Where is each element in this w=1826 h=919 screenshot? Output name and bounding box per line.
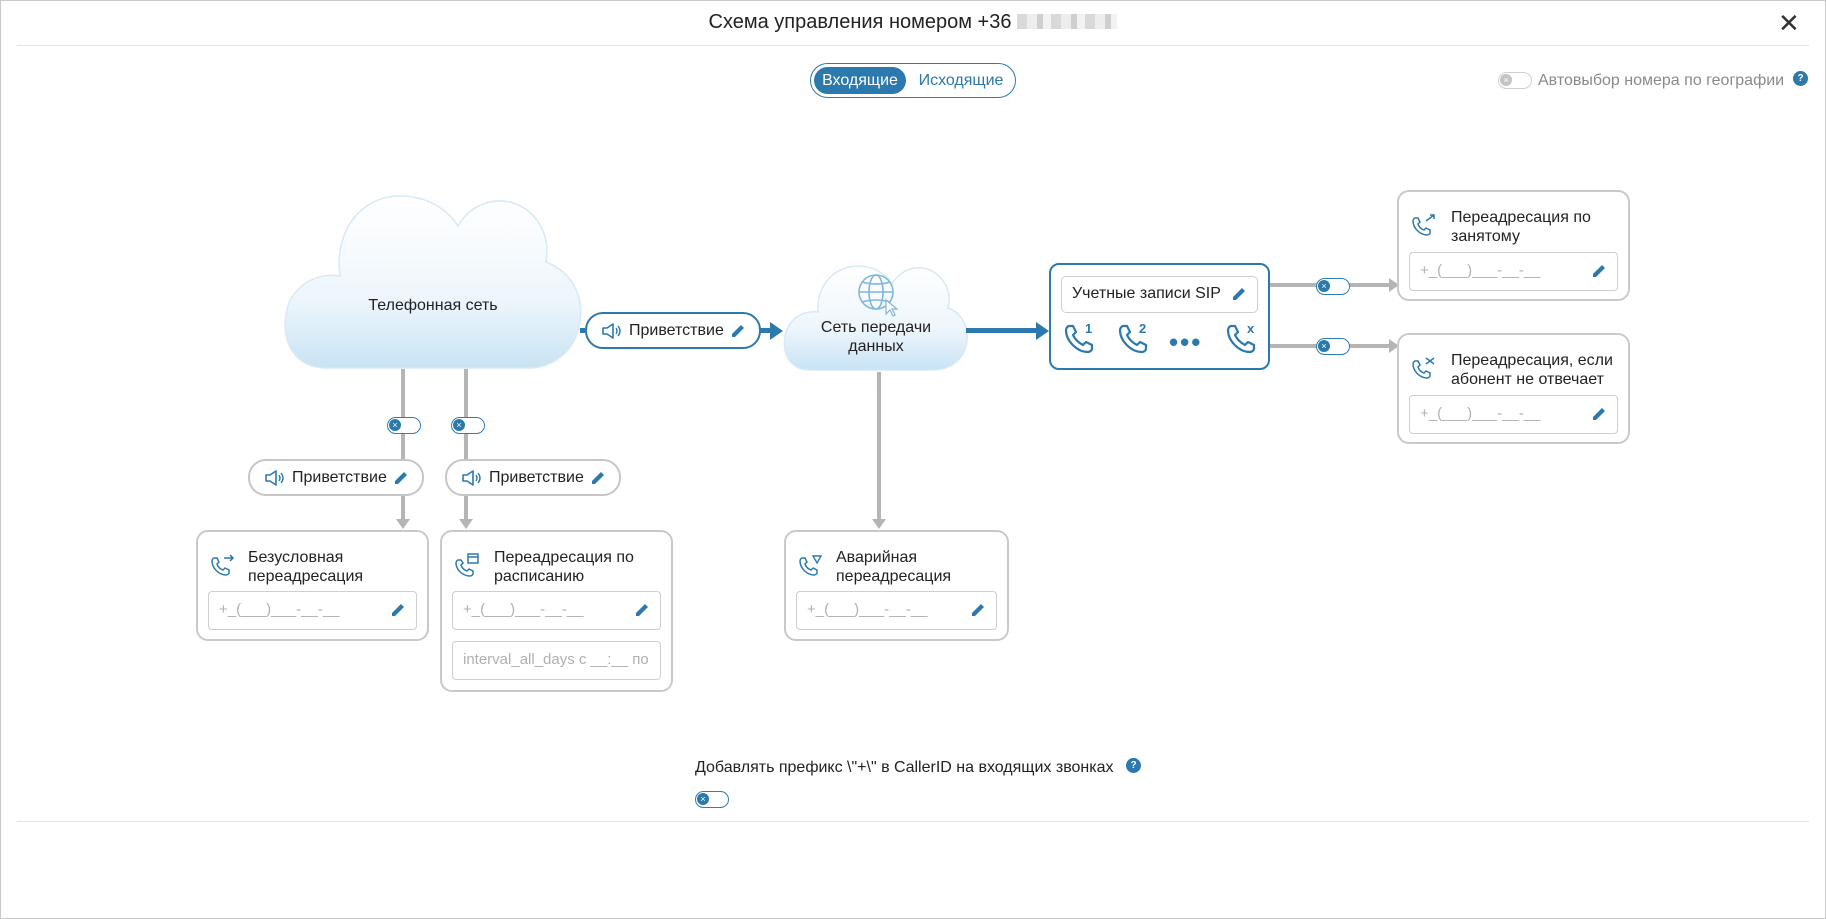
tab-incoming[interactable]: Входящие xyxy=(814,67,906,94)
phone-line-label: 2 xyxy=(1139,321,1146,336)
greeting-schedule-label: Приветствие xyxy=(489,468,584,486)
pencil-icon[interactable] xyxy=(1591,263,1607,279)
toggle-off-icon: × xyxy=(697,793,709,805)
pencil-icon[interactable] xyxy=(634,602,650,618)
connector xyxy=(401,495,405,522)
tab-outgoing[interactable]: Исходящие xyxy=(918,72,1004,89)
greeting-unconditional-button[interactable]: Приветствие xyxy=(248,459,424,496)
arrow-down-icon xyxy=(396,519,410,529)
phone-network-cloud xyxy=(284,195,582,369)
pencil-icon[interactable] xyxy=(1591,406,1607,422)
forward-schedule-icon xyxy=(455,553,479,577)
direction-switch: Входящие Исходящие xyxy=(810,63,1016,98)
no-answer-forward-number-input[interactable]: +_(___)___-__-__ xyxy=(1409,395,1618,434)
unconditional-forward-toggle[interactable]: × xyxy=(387,417,421,434)
arrow-right-icon xyxy=(1036,322,1049,340)
arrow-right-icon xyxy=(1389,339,1399,353)
phone-line-2-icon[interactable]: 2 xyxy=(1117,321,1151,355)
arrow-right-icon xyxy=(770,322,783,340)
schedule-interval-input[interactable]: interval_all_days с __:__ по xyxy=(452,641,661,680)
data-network-cloud xyxy=(783,265,968,371)
connector xyxy=(464,369,468,459)
sip-accounts-button[interactable]: Учетные записи SIP xyxy=(1061,276,1258,313)
speaker-icon xyxy=(602,322,621,339)
geo-autoselect-toggle[interactable]: × xyxy=(1498,72,1532,89)
forward-busy-icon xyxy=(1412,214,1435,236)
arrow-down-icon xyxy=(459,519,473,529)
pencil-icon[interactable] xyxy=(390,602,406,618)
speaker-icon xyxy=(462,469,481,486)
greeting-schedule-button[interactable]: Приветствие xyxy=(445,459,621,496)
greeting-unconditional-label: Приветствие xyxy=(292,468,387,486)
close-icon[interactable]: ✕ xyxy=(1778,8,1800,38)
prefix-callerid-label: Добавлять префикс \"+\" в CallerID на вх… xyxy=(695,759,1114,776)
footer-divider xyxy=(17,821,1809,822)
toggle-off-icon: × xyxy=(1318,280,1330,292)
more-lines-icon: ••• xyxy=(1169,327,1203,357)
sip-accounts-title: Учетные записи SIP xyxy=(1072,285,1221,302)
pencil-icon[interactable] xyxy=(970,602,986,618)
schedule-forward-toggle[interactable]: × xyxy=(451,417,485,434)
header-divider xyxy=(17,45,1809,46)
pencil-icon xyxy=(1233,288,1245,300)
phone-line-label: 1 xyxy=(1085,321,1092,336)
busy-forward-number-input[interactable]: +_(___)___-__-__ xyxy=(1409,252,1618,291)
connector xyxy=(464,495,468,522)
toggle-off-icon: × xyxy=(1318,340,1330,352)
geo-autoselect-label: Автовыбор номера по географии xyxy=(1538,72,1785,89)
connector xyxy=(966,328,1036,333)
phone-line-label: x xyxy=(1247,321,1255,336)
help-icon[interactable]: ? xyxy=(1793,71,1808,86)
speaker-icon xyxy=(265,469,284,486)
pencil-icon xyxy=(591,471,604,484)
prefix-callerid-toggle[interactable]: × xyxy=(695,791,729,808)
toggle-off-icon: × xyxy=(1500,74,1512,86)
sip-accounts-block: Учетные записи SIP 1 2 ••• x xyxy=(1049,263,1270,370)
toggle-off-icon: × xyxy=(389,419,401,431)
pencil-icon xyxy=(394,471,407,484)
forward-no-answer-icon xyxy=(1412,357,1435,379)
help-icon[interactable]: ? xyxy=(1126,758,1141,773)
arrow-right-icon xyxy=(1389,278,1399,292)
modal-title: Схема управления номером +36 xyxy=(0,11,1826,34)
busy-forward-toggle[interactable]: × xyxy=(1316,278,1350,295)
connector xyxy=(580,328,585,333)
connector xyxy=(758,328,770,333)
pencil-icon xyxy=(731,324,744,337)
phone-line-x-icon[interactable]: x xyxy=(1225,321,1259,355)
masked-number xyxy=(1017,14,1118,29)
schedule-forward-number-input[interactable]: +_(___)___-__-__ xyxy=(452,591,661,630)
greeting-main-label: Приветствие xyxy=(629,321,724,339)
connector xyxy=(877,372,881,522)
toggle-off-icon: × xyxy=(453,419,465,431)
greeting-main-button[interactable]: Приветствие xyxy=(585,312,761,349)
forward-emergency-icon xyxy=(799,555,823,576)
arrow-down-icon xyxy=(872,519,886,529)
unconditional-forward-number-input[interactable]: +_(___)___-__-__ xyxy=(208,591,417,630)
connector xyxy=(401,369,405,459)
globe-icon xyxy=(858,274,894,310)
no-answer-forward-toggle[interactable]: × xyxy=(1316,338,1350,355)
emergency-forward-number-input[interactable]: +_(___)___-__-__ xyxy=(796,591,997,630)
phone-line-1-icon[interactable]: 1 xyxy=(1063,321,1097,355)
forward-unconditional-icon xyxy=(211,554,235,576)
phone-network-label: Телефонная сеть xyxy=(368,297,498,314)
